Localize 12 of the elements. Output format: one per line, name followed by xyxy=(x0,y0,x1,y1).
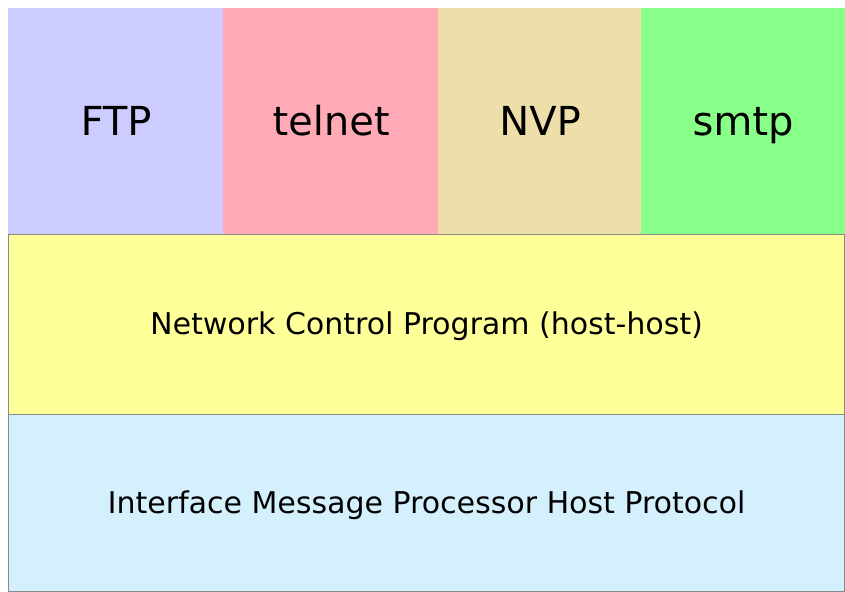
protocol-block xyxy=(641,8,845,235)
layer-label: smtp xyxy=(692,98,794,144)
layer-label: telnet xyxy=(272,98,390,144)
layer-band xyxy=(8,234,845,415)
layer-label: NVP xyxy=(499,98,581,144)
layer-band xyxy=(8,414,845,592)
layer-label: Interface Message Processor Host Protocol xyxy=(108,486,746,520)
layer-label: FTP xyxy=(80,98,152,144)
protocol-block xyxy=(223,8,439,235)
protocol-block xyxy=(8,8,224,235)
protocol-block xyxy=(438,8,642,235)
layer-label: Network Control Program (host-host) xyxy=(150,307,703,342)
